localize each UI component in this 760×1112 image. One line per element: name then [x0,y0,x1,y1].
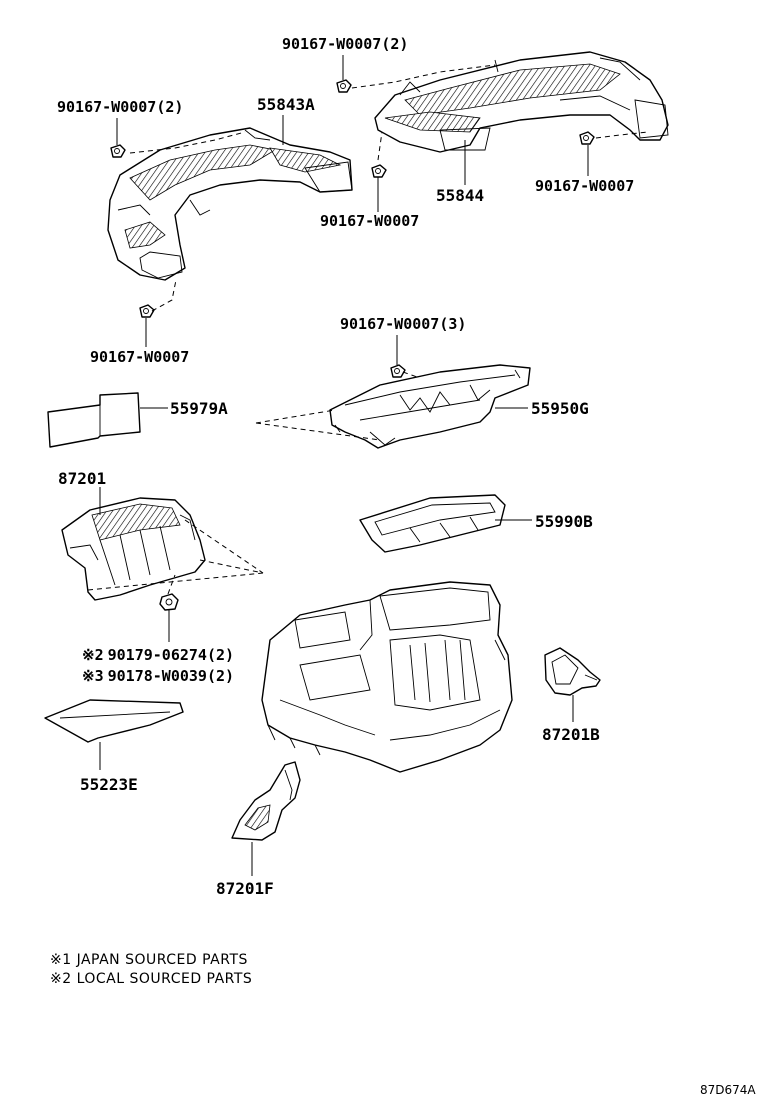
label-bolt-left-top: 90167-W0007(2) [57,98,183,116]
bolt-icon [336,79,352,93]
label-bolt-right: 90167-W0007 [535,177,634,195]
label-87201f: 87201F [216,879,274,898]
label-bolt-mid: 90167-W0007 [320,212,419,230]
label-bolt-left-bottom: 90167-W0007 [90,348,189,366]
bolt-icon [579,131,595,145]
part-87201 [61,497,206,601]
label-55950g: 55950G [531,399,589,418]
duct-55844 [374,51,669,153]
part-labels: 90167-W0007(2) 90167-W0007(2) 55843A 558… [57,35,634,898]
part-55990b [359,494,506,553]
label-55844: 55844 [436,186,484,205]
note-japan-sourced: ※1 JAPAN SOURCED PARTS [50,952,248,968]
duct-55843a [107,127,353,281]
nut-icon [159,593,179,611]
bolt-icon [139,304,155,318]
label-55223e: 55223E [80,775,138,794]
bolt-icon [371,164,387,178]
label-55979a: 55979A [170,399,228,418]
label-55990b: 55990B [535,512,593,531]
label-55843a: 55843A [257,95,315,114]
assembly-lines [87,64,649,595]
label-bolt-top: 90167-W0007(2) [282,35,408,53]
note-local-sourced: ※2 LOCAL SOURCED PARTS [50,971,252,987]
leader-lines [99,55,589,876]
part-55979a [47,392,141,448]
hvac-unit [261,581,513,773]
part-55223e [44,699,184,743]
drawing-code: 87D674A [700,1083,756,1097]
notes: ※1 JAPAN SOURCED PARTS ※2 LOCAL SOURCED … [50,952,252,987]
label-bolt-center: 90167-W0007(3) [340,315,466,333]
label-87201b: 87201B [542,725,600,744]
bolt-icon [110,144,126,158]
bolt-icon-group [110,79,595,611]
bolt-icon [390,364,406,378]
label-87201: 87201 [58,469,106,488]
part-87201f [231,761,301,841]
part-87201b [544,647,601,696]
part-55950g [329,364,531,449]
